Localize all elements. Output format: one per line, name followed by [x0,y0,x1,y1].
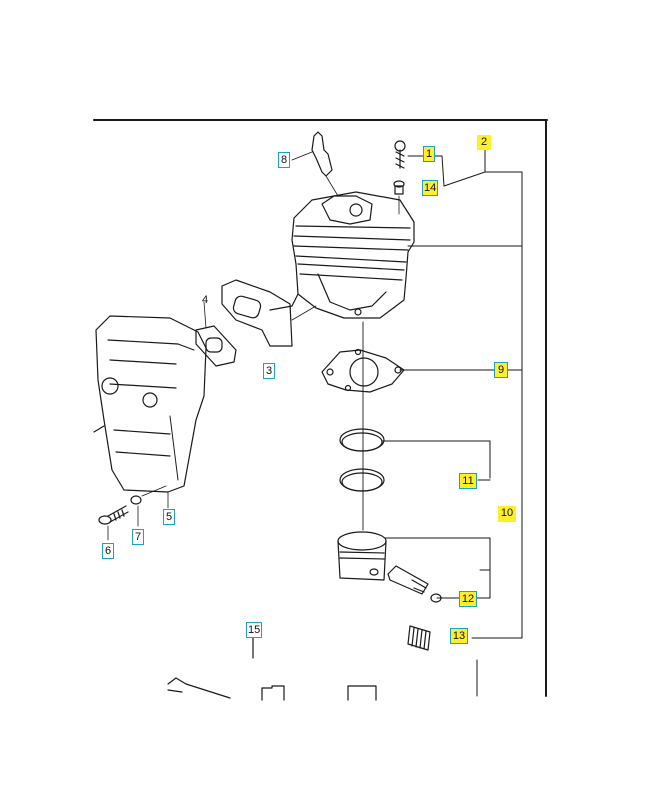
callout-4: 4 [201,294,209,306]
muffler-screw [98,505,129,541]
callout-6: 6 [102,543,114,559]
callout-9: 9 [494,362,508,378]
needle-bearing [407,625,431,651]
callout-3: 3 [263,363,275,379]
piston-rings [339,428,385,492]
bracket-10 [381,440,491,697]
callout-11: 11 [459,473,477,489]
spark-plug [291,131,339,197]
callout-2: 2 [477,135,491,150]
callout-1: 1 [423,146,435,162]
bracket-2 [399,149,523,639]
piston-pin [387,565,442,603]
intake-manifold [221,279,317,347]
callout-12: 12 [459,591,477,607]
piston [337,531,387,581]
muffler-washer [130,485,167,527]
tools [167,637,377,701]
callout-13: 13 [450,628,468,644]
intake-gasket [195,301,237,367]
cylinder-screw [393,140,406,215]
callout-14: 14 [422,180,438,196]
callout-10: 10 [498,506,516,522]
callout-15: 15 [246,622,262,638]
cylinder [269,191,415,319]
callout-7: 7 [132,529,144,545]
cylinder-gasket [321,348,405,393]
callout-5: 5 [163,509,175,525]
callout-8: 8 [278,152,290,168]
muffler [93,315,207,493]
